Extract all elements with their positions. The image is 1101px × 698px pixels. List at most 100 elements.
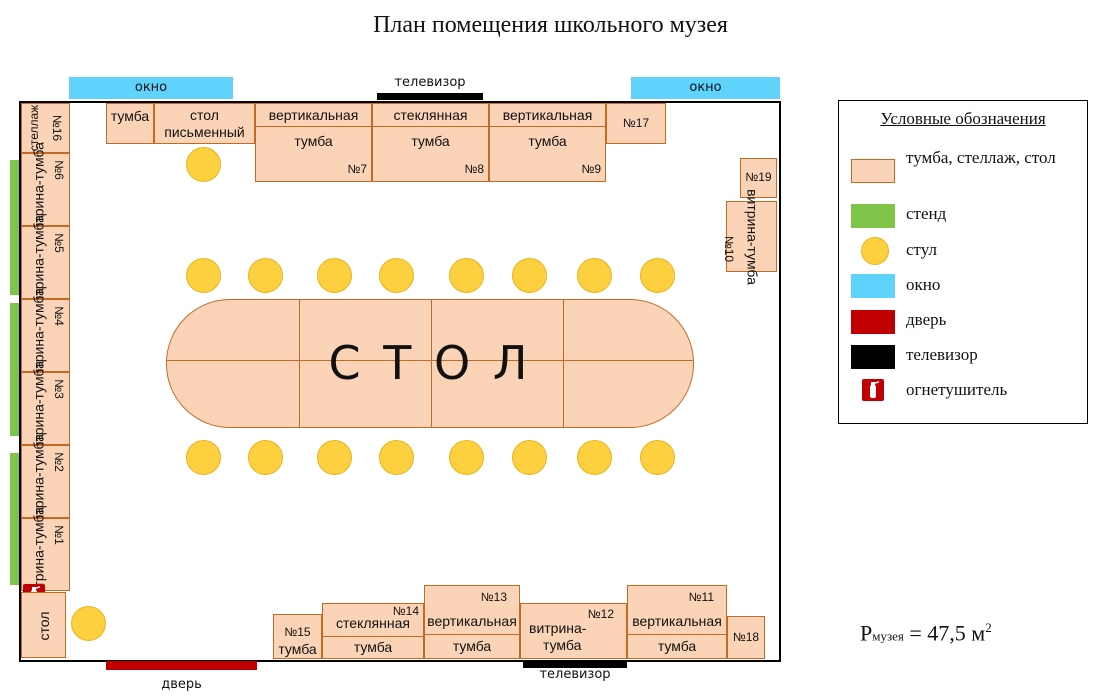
stend-1 xyxy=(10,160,19,295)
vitrine-6-number: №6 xyxy=(51,160,66,180)
cabinet-15-label: тумба xyxy=(278,640,317,657)
vitrine-12: №12 витрина- тумба xyxy=(520,603,627,659)
vitrine-4-number: №4 xyxy=(51,306,66,326)
chair xyxy=(186,258,221,293)
chair xyxy=(577,258,612,293)
cabinet-9: вертикальная тумба №9 xyxy=(489,103,606,182)
cabinet-11-top: вертикальная xyxy=(632,612,722,629)
legend-label-window: окно xyxy=(906,275,941,294)
cabinet-18-number: №18 xyxy=(732,629,760,644)
vitrine-10: витрина-тумба №10 xyxy=(722,189,777,285)
tv-bottom-label: телевизор xyxy=(539,667,611,682)
cabinet-7: вертикальная тумба №7 xyxy=(255,103,372,182)
area-symbol: P xyxy=(860,620,873,646)
vitrine-4: витрина-тумба №4 xyxy=(21,288,70,384)
chair xyxy=(640,258,675,293)
tv-top xyxy=(377,93,483,100)
vitrine-10-number: №10 xyxy=(721,235,736,263)
legend-label-tv: телевизор xyxy=(906,345,978,364)
tumba-top-label: тумба xyxy=(110,108,150,124)
cabinet-14-bottom: тумба xyxy=(323,636,423,658)
main-table: С Т О Л xyxy=(166,299,694,428)
cabinet-15-number: №15 xyxy=(284,625,311,640)
cabinet-8: стеклянная тумба №8 xyxy=(372,103,489,182)
desk-label: стол письменный xyxy=(164,107,245,140)
vitrine-3-number: №3 xyxy=(51,379,66,399)
chair xyxy=(512,258,547,293)
shelf-16: стеллаж №16 xyxy=(21,103,70,153)
cabinet-11-number: №11 xyxy=(688,590,714,604)
table-line-1 xyxy=(299,300,300,427)
window-left-label: окно xyxy=(134,79,168,95)
vitrine-6: витрина-тумба №6 xyxy=(21,142,70,238)
cabinet-18: №18 xyxy=(727,616,765,659)
area-formula: Pмузея = 47,5 м2 xyxy=(860,620,992,646)
chair xyxy=(379,440,414,475)
area-subscript: музея xyxy=(872,628,904,644)
tumba-top: тумба xyxy=(106,103,154,144)
door xyxy=(106,661,257,670)
small-table-label: стол xyxy=(35,611,52,641)
chair xyxy=(577,440,612,475)
chair xyxy=(248,440,283,475)
chair xyxy=(449,440,484,475)
cabinet-8-bottom: тумба xyxy=(411,132,450,149)
vitrine-5-number: №5 xyxy=(51,233,66,253)
cabinet-9-bottom: тумба xyxy=(528,132,567,149)
page-title: План помещения школьного музея xyxy=(373,12,728,38)
legend-label-stend: стенд xyxy=(906,204,947,223)
chair xyxy=(512,440,547,475)
vitrine-3: витрина-тумба №3 xyxy=(21,361,70,457)
legend-extinguisher-icon xyxy=(862,379,884,401)
cabinet-9-number: №9 xyxy=(581,162,601,176)
legend-swatch-stend xyxy=(851,204,895,228)
chair xyxy=(248,258,283,293)
cabinet-14: №14 стеклянная тумба xyxy=(322,603,424,659)
legend-extinguisher-glyph xyxy=(870,381,880,398)
cabinet-11-bottom: тумба xyxy=(628,634,726,658)
chair xyxy=(317,440,352,475)
chair xyxy=(186,440,221,475)
tv-bottom xyxy=(523,661,627,668)
legend-swatch-window xyxy=(851,274,895,298)
cabinet-14-top: стеклянная xyxy=(336,614,410,631)
door-label: дверь xyxy=(161,677,202,692)
stend-2 xyxy=(10,303,19,436)
vitrine-10-label: витрина-тумба xyxy=(744,189,761,285)
vitrine-2-number: №2 xyxy=(51,452,66,472)
table-line-2 xyxy=(431,300,432,427)
cabinet-17: №17 xyxy=(606,103,666,144)
area-value: = 47,5 м xyxy=(903,620,986,646)
chair xyxy=(379,258,414,293)
legend-label-furniture: тумба, стеллаж, стол xyxy=(906,148,1056,167)
small-table: стол xyxy=(21,592,66,658)
cabinet-14-number: №14 xyxy=(392,604,419,618)
chair xyxy=(186,147,221,182)
cabinet-8-top: стеклянная xyxy=(373,104,488,127)
vitrine-1: витрина-тумба №1 xyxy=(21,507,70,603)
legend-label-chair: стул xyxy=(906,240,937,259)
legend-swatch-furniture xyxy=(851,159,895,183)
table-line-h xyxy=(167,360,693,361)
legend-title: Условные обозначения xyxy=(880,109,1046,128)
chair xyxy=(640,440,675,475)
cabinet-11: №11 вертикальная тумба xyxy=(627,585,727,659)
table-line-3 xyxy=(563,300,564,427)
cabinet-19-number: №19 xyxy=(745,170,772,185)
vitrine-2: витрина-тумба №2 xyxy=(21,434,70,530)
shelf-16-number: №16 xyxy=(49,114,64,142)
chair xyxy=(317,258,352,293)
cabinet-13-number: №13 xyxy=(480,590,507,604)
cabinet-19: №19 xyxy=(740,158,777,198)
area-unit-power: 2 xyxy=(985,620,992,635)
legend-swatch-door xyxy=(851,310,895,334)
vitrine-5: витрина-тумба №5 xyxy=(21,215,70,311)
cabinet-7-bottom: тумба xyxy=(294,132,333,149)
cabinet-7-top: вертикальная xyxy=(256,104,371,127)
legend: Условные обозначения тумба, стеллаж, сто… xyxy=(838,100,1088,424)
vitrine-12-top: витрина- xyxy=(529,620,587,636)
cabinet-13-top: вертикальная xyxy=(427,612,517,629)
legend-swatch-chair xyxy=(861,237,889,265)
stend-3 xyxy=(10,453,19,585)
vitrine-12-bottom: тумба xyxy=(543,637,582,653)
